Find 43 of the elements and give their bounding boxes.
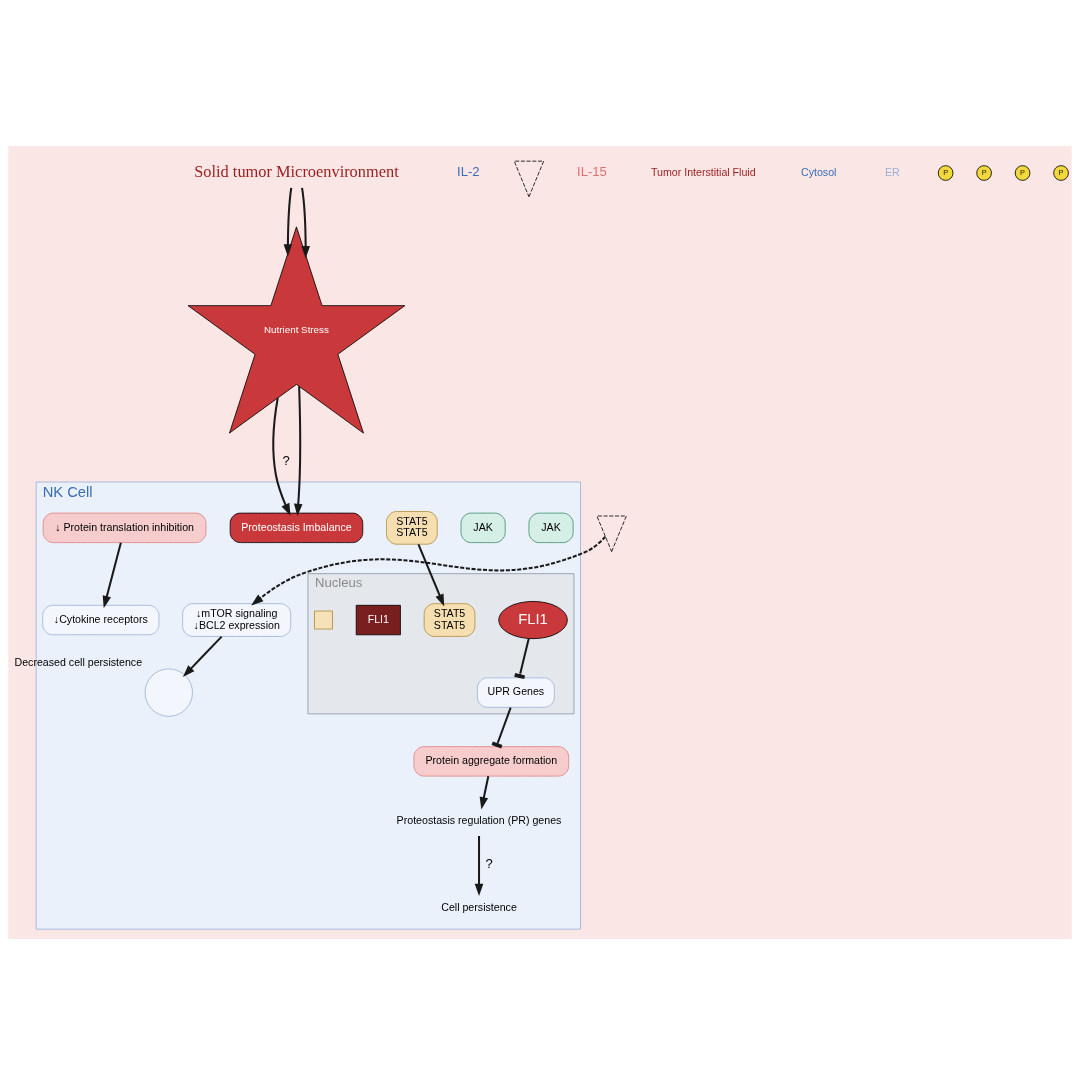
node-text: Cell persistence [441,900,517,913]
node-box: Protein aggregate formation [413,745,570,776]
node-box: ↓Cytokine receptors [42,604,160,635]
edge-label: ? [282,452,290,468]
arrow [251,535,606,606]
label: P [981,167,987,177]
arrow [272,397,291,516]
connector [514,638,530,679]
node-box: JAK [528,512,574,543]
node-box: JAK [460,512,506,543]
node-receptor [513,160,545,197]
node-box: FLI1 [355,604,401,635]
arrow [417,543,445,606]
node-text: IL-15 [577,163,607,179]
label: P [1020,167,1026,177]
arrow [479,775,490,809]
arrow [301,187,310,258]
label: ER [885,165,900,178]
arrow [474,835,484,896]
node-receptor [596,515,627,552]
node-box: Proteostasis Imbalance [229,512,364,543]
arrow [293,385,303,516]
node-box: ↓mTOR signaling ↓BCL2 expression [182,602,292,637]
node-box: STAT5 STAT5 [423,602,476,637]
node-box: STAT5 STAT5 [386,510,438,545]
node-text: Proteostasis regulation (PR) genes [396,813,562,826]
node-box [314,610,333,629]
label: P [943,167,949,177]
arrow [283,187,293,257]
label: Tumor Interstitial Fluid [650,165,756,178]
label: P [1058,167,1064,177]
node-text: Solid tumor Microenvironment [194,161,399,181]
node-text: IL-2 [457,163,480,179]
arrow [102,542,122,608]
node-box: ↓ Protein translation inhibition [42,512,207,543]
node-box: UPR Genes [476,676,555,708]
node-circle [144,667,193,717]
node-label: Decreased cell persistence [14,655,143,668]
connector [491,706,512,748]
edge-label: ? [485,855,493,871]
node-ellipse: FLI1 [498,600,568,639]
label: Cytosol [801,165,837,178]
arrow [182,635,223,677]
